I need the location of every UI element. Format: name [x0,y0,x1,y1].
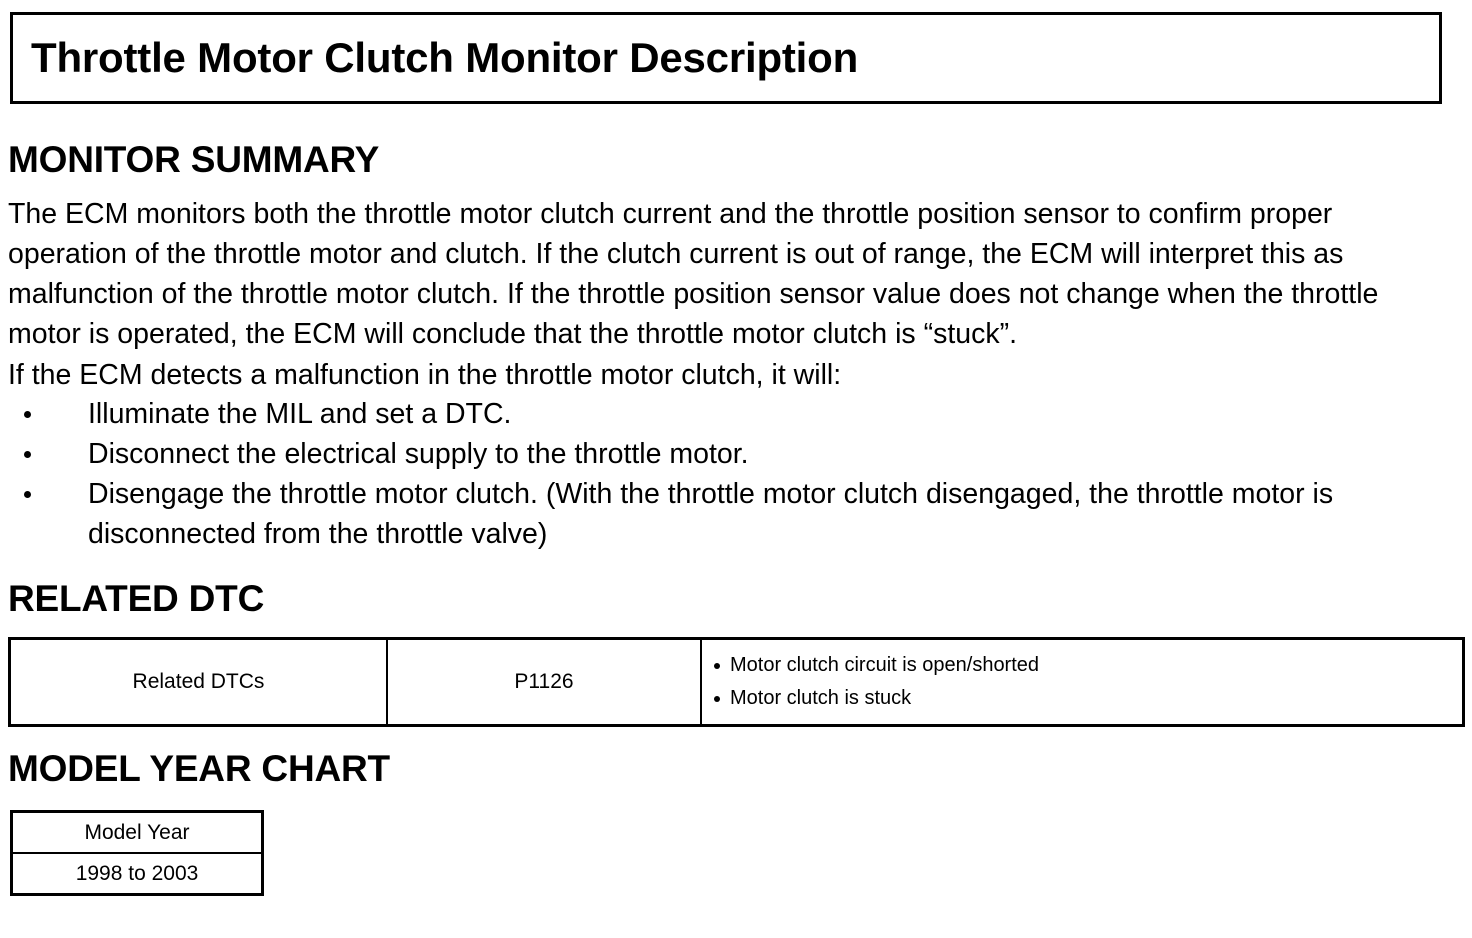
list-item: Disengage the throttle motor clutch. (Wi… [8,474,1445,554]
table-cell-dtc-code: P1126 [386,637,702,727]
monitor-summary-bullet-list: Illuminate the MIL and set a DTC. Discon… [8,394,1445,554]
monitor-summary-paragraph-block: The ECM monitors both the throttle motor… [8,194,1445,354]
table-row: 1998 to 2003 [10,852,264,896]
list-item: Disconnect the electrical supply to the … [8,434,1445,474]
table-cell-label: Related DTCs [8,637,388,727]
monitor-summary-paragraph: The ECM monitors both the throttle motor… [8,198,1379,350]
model-year-table: Model Year 1998 to 2003 [10,810,264,896]
table-header-model-year: Model Year [10,810,264,854]
section-heading-monitor-summary: MONITOR SUMMARY [8,139,380,180]
list-item: Illuminate the MIL and set a DTC. [8,394,1445,434]
monitor-summary-leadin-block: If the ECM detects a malfunction in the … [8,355,1445,395]
monitor-summary-leadin: If the ECM detects a malfunction in the … [8,359,842,391]
bullet-dot-icon [24,491,31,498]
list-item-label: Disconnect the electrical supply to the … [88,438,749,470]
list-item-label: Illuminate the MIL and set a DTC. [88,398,512,430]
section-heading-related-dtc: RELATED DTC [8,578,265,619]
table-cell-description-label: Motor clutch circuit is open/shorted [730,654,1040,676]
table-cell-description-item: Motor clutch is stuck [714,682,1462,715]
section-heading-model-year-chart: MODEL YEAR CHART [8,748,390,789]
bullet-dot-icon [714,696,720,702]
related-dtc-table: Related DTCs P1126 Motor clutch circuit … [8,637,1465,727]
bullet-dot-icon [714,663,720,669]
table-row: Related DTCs P1126 Motor clutch circuit … [8,637,1465,727]
table-cell-model-year-value: 1998 to 2003 [10,852,264,896]
document-title-box: Throttle Motor Clutch Monitor Descriptio… [10,12,1442,104]
list-item-label: Disengage the throttle motor clutch. (Wi… [88,478,1334,550]
table-cell-description-item: Motor clutch circuit is open/shorted [714,649,1462,682]
table-cell-description-label: Motor clutch is stuck [730,687,912,709]
bullet-dot-icon [24,411,31,418]
page-title: Throttle Motor Clutch Monitor Descriptio… [31,34,859,81]
table-row: Model Year [10,810,264,854]
bullet-dot-icon [24,451,31,458]
table-cell-descriptions: Motor clutch circuit is open/shorted Mot… [700,637,1465,727]
